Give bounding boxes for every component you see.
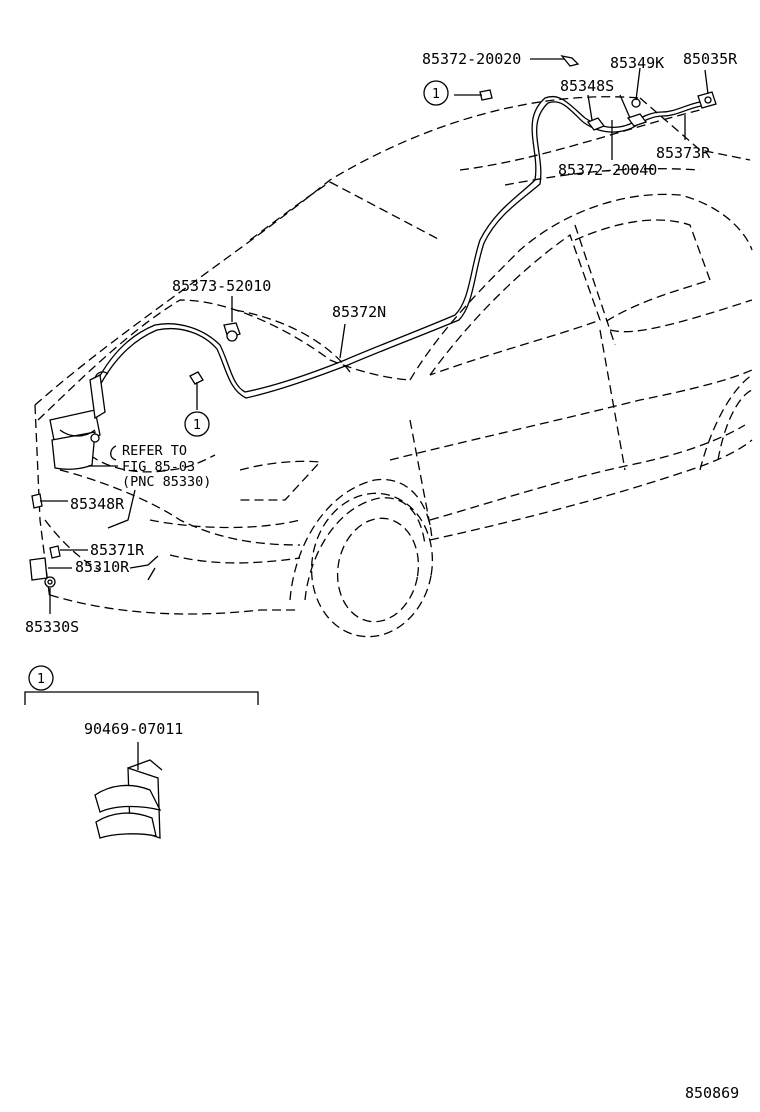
svg-text:1: 1: [37, 671, 45, 687]
connector-85372-20020: [560, 55, 580, 67]
nozzle-85035R: [697, 91, 717, 109]
svg-text:(PNC 85330): (PNC 85330): [122, 474, 211, 490]
clip-85372-lower: [189, 371, 204, 385]
car-body-outline: [34, 96, 753, 638]
clip-85372-upper: [479, 89, 493, 101]
label-85371R: 85371R: [90, 541, 145, 559]
joint-85349K: [631, 98, 641, 108]
label-85372-20040: 85372-20040: [558, 161, 657, 179]
label-85373-52010: 85373-52010: [172, 277, 271, 295]
label-85349K: 85349K: [610, 54, 664, 72]
svg-text:1: 1: [432, 86, 440, 102]
refer-note: REFER TO FIG 85-03 (PNC 85330): [110, 443, 211, 490]
washer-hose-rear: [582, 101, 702, 133]
callout-1-top: 1: [423, 80, 449, 106]
label-85348S: 85348S: [560, 77, 614, 95]
figure-number: 850869: [685, 1084, 739, 1102]
grommet-85330S: [44, 576, 56, 588]
callout-1-middle: 1: [184, 411, 210, 437]
label-90469-07011: 90469-07011: [84, 720, 183, 738]
check-valve-85348R: [31, 493, 43, 509]
label-85310R: 85310R: [75, 558, 130, 576]
svg-text:1: 1: [193, 417, 201, 433]
callout-1-legend: 1: [28, 665, 54, 691]
label-85348R: 85348R: [70, 495, 125, 513]
grommet-85371R: [49, 545, 61, 559]
washer-tank: [49, 371, 109, 470]
check-valve-85348S: [586, 113, 648, 131]
clip-90469-07011: [94, 759, 163, 839]
label-85372-20020: 85372-20020: [422, 50, 521, 68]
nozzle-85373-52010: [223, 322, 241, 342]
label-85373R: 85373R: [656, 144, 711, 162]
label-85372N: 85372N: [332, 303, 386, 321]
washer-hose-85372N: [94, 95, 586, 399]
leader-lines: [40, 58, 709, 614]
label-85330S: 85330S: [25, 618, 79, 636]
legend-section: 90469-07011: [24, 691, 259, 839]
label-85035R: 85035R: [683, 50, 738, 68]
pump-85310R: [29, 557, 48, 581]
svg-text:REFER TO: REFER TO: [122, 443, 187, 459]
svg-text:FIG 85-03: FIG 85-03: [122, 459, 195, 475]
